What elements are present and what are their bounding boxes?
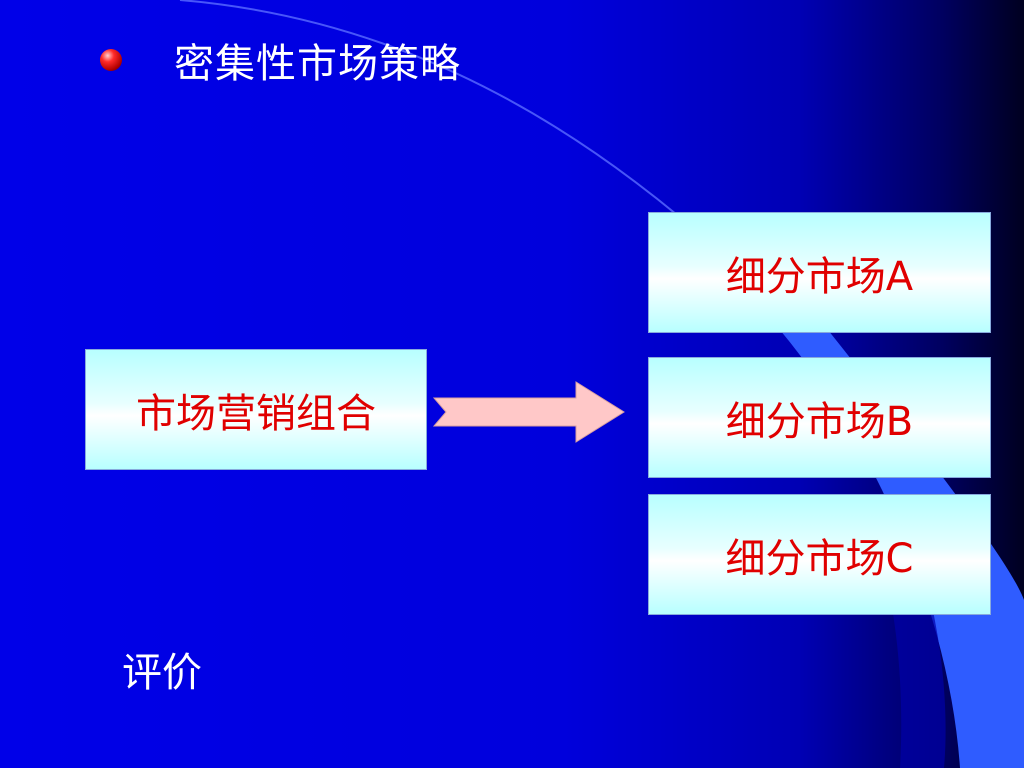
- decor-light-band: [780, 320, 1024, 768]
- segment-box-b: 细分市场B: [648, 357, 991, 478]
- marketing-mix-label: 市场营销组合: [136, 390, 376, 437]
- segment-label-a: 细分市场A: [725, 253, 914, 300]
- segment-label-c: 细分市场C: [725, 535, 914, 582]
- slide-title: 密集性市场策略: [174, 41, 461, 87]
- marketing-mix-box: 市场营销组合: [85, 349, 427, 470]
- red-sphere-bullet-icon: [100, 49, 122, 71]
- segment-box-a: 细分市场A: [648, 212, 991, 333]
- right-arrow-icon: [432, 381, 625, 443]
- evaluation-label: 评价: [122, 650, 202, 696]
- title-row: 密集性市场策略: [100, 30, 461, 90]
- segment-label-b: 细分市场B: [725, 398, 914, 445]
- segment-box-c: 细分市场C: [648, 494, 991, 615]
